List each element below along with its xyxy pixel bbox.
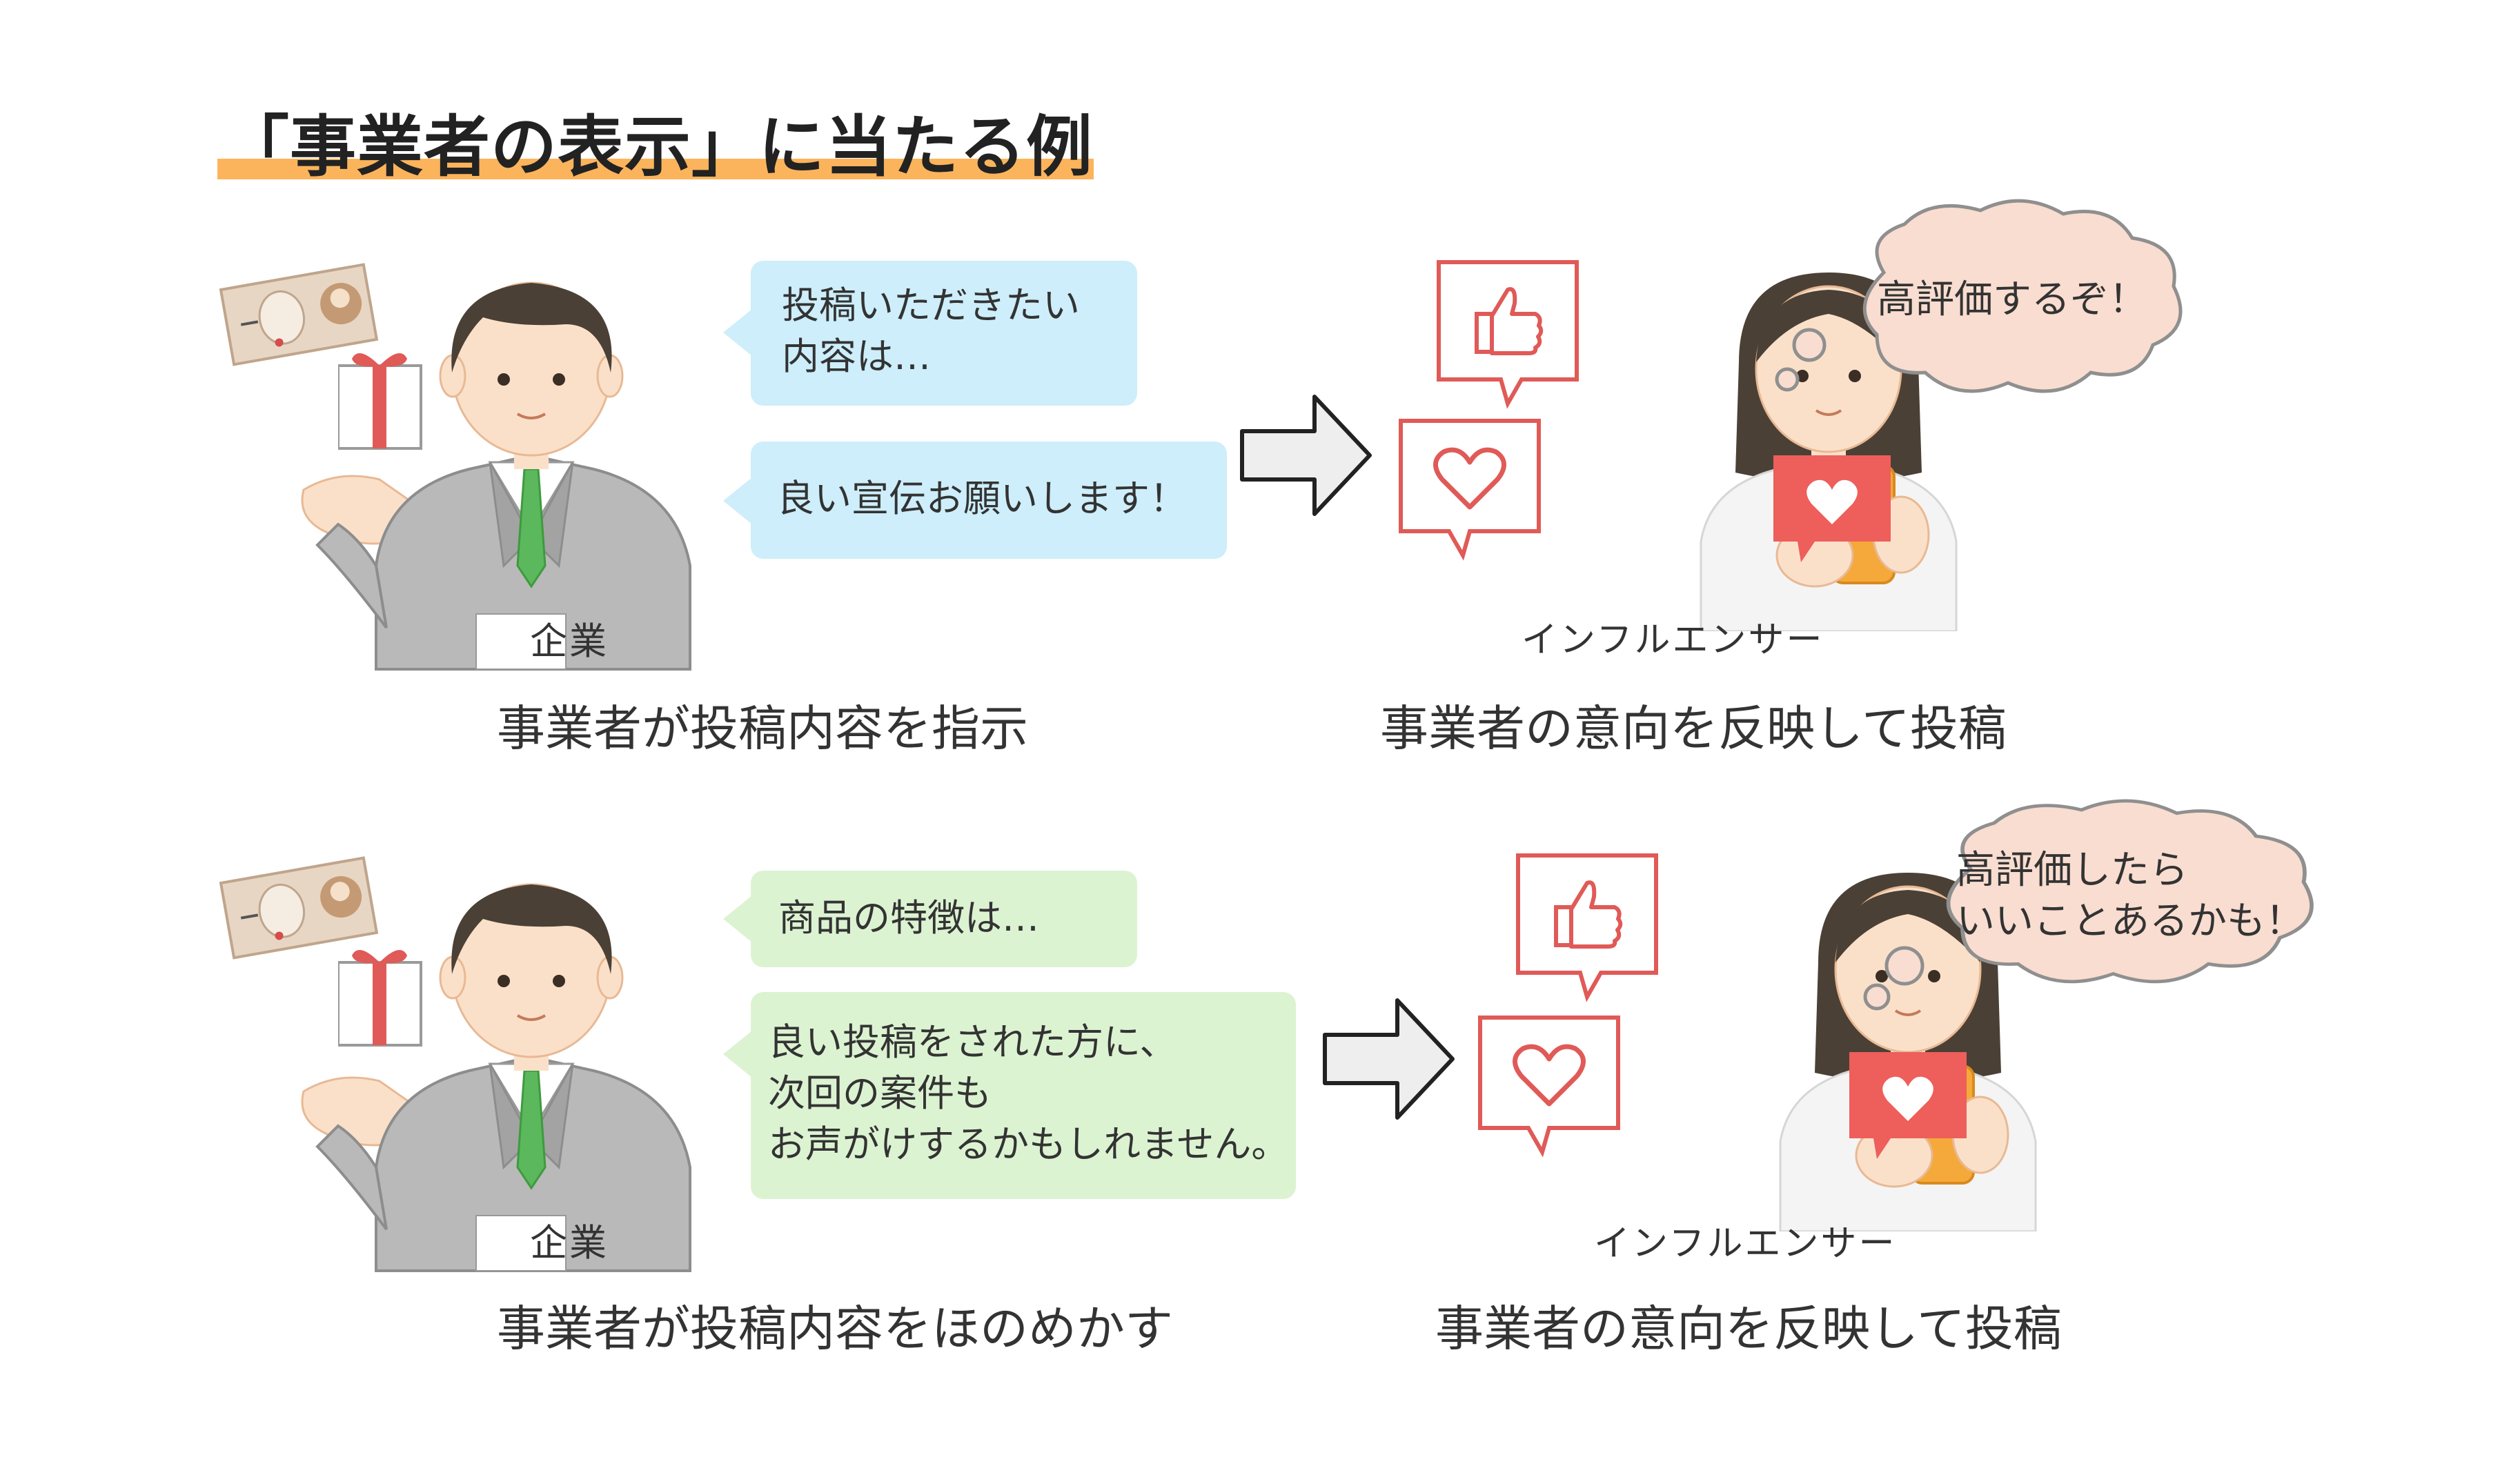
speech-bubble-2: 良い宣伝お願いします！ (723, 442, 1227, 559)
bubble-tail (723, 1031, 752, 1078)
heart-filled-icon (1773, 455, 1891, 562)
bubble-tail (723, 477, 752, 524)
title-underline (217, 159, 1094, 179)
heart-icon (1477, 1014, 1628, 1162)
gift-icon (338, 352, 422, 450)
page-title: 「事業者の表示」に当たる例 (217, 93, 1114, 186)
arrow-right-icon (1321, 997, 1459, 1121)
title-text: 「事業者の表示」に当たる例 (223, 108, 1093, 186)
speech-bubble-4: 良い投稿をされた方に、 次回の案件も お声がけするかもしれません。 (723, 992, 1296, 1199)
bubble-tail (723, 309, 752, 356)
arrow-right-icon (1239, 393, 1377, 517)
left-caption-2: 事業者が投稿内容をほのめかす (497, 1300, 1173, 1357)
influencer-label: インフルエンサー (1522, 620, 1824, 661)
speech-bubble-3: 商品の特徴は… (723, 871, 1137, 967)
speech-text-4: 良い投稿をされた方に、 次回の案件も お声がけするかもしれません。 (768, 1020, 1289, 1166)
bubble-tail (723, 895, 752, 942)
speech-bubble-1: 投稿いただきたい 内容は… (723, 261, 1137, 406)
thought-text-2: 高評価したら いいことあるかも！ (1956, 848, 2304, 944)
thought-text-1: 高評価するぞ！ (1877, 277, 2147, 322)
company-label: 企業 (530, 1221, 609, 1265)
company-label: 企業 (530, 620, 609, 663)
heart-filled-icon (1849, 1052, 1967, 1159)
left-caption-1: 事業者が投稿内容を指示 (497, 700, 1028, 757)
heart-icon (1397, 417, 1549, 566)
thought-cloud (1775, 193, 2243, 421)
speech-text-1: 投稿いただきたい 内容は… (782, 284, 1080, 378)
right-caption-1: 事業者の意向を反映して投稿 (1380, 700, 2007, 757)
speech-text-3: 商品の特徴は… (778, 896, 1039, 940)
speech-text-2: 良い宣伝お願いします！ (777, 477, 1187, 520)
right-caption-2: 事業者の意向を反映して投稿 (1435, 1300, 2062, 1357)
gift-icon (338, 949, 422, 1047)
thought-cloud (1863, 793, 2346, 1011)
influencer-label: インフルエンサー (1594, 1223, 1897, 1265)
